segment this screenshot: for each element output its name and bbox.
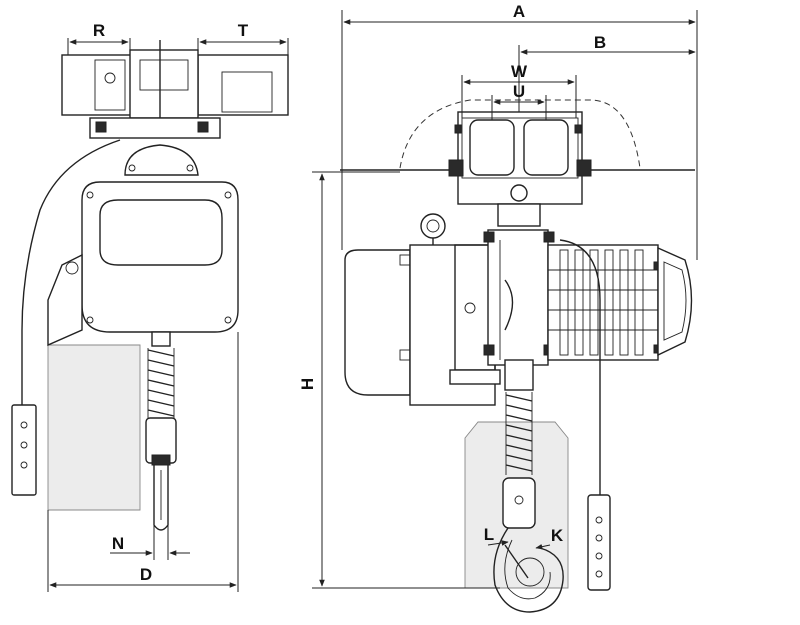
side-pendant-cable — [21, 139, 121, 405]
front-motor-fins — [548, 249, 658, 356]
front-motor — [547, 244, 659, 361]
dim-h-label: H — [298, 378, 317, 390]
side-suspension-bracket — [124, 144, 199, 176]
dim-n-label: N — [112, 534, 124, 553]
side-chain-container — [47, 344, 141, 511]
dim-b-label: B — [594, 33, 606, 52]
side-pendant-control — [11, 404, 37, 496]
dim-r-label: R — [93, 21, 105, 40]
side-trolley-motor-left — [61, 54, 133, 116]
front-gearbox — [344, 249, 411, 396]
dim-d-label: D — [140, 565, 152, 584]
side-trolley-frame — [129, 49, 199, 119]
front-dimensions: A B W U H L K — [298, 2, 698, 589]
side-chain-spring — [147, 349, 175, 417]
dim-k-line — [535, 543, 551, 550]
dim-u-label: U — [513, 82, 525, 101]
front-hoist-body — [487, 229, 549, 366]
front-pendant-cable — [559, 239, 601, 495]
side-beam-clamp — [89, 117, 221, 139]
front-lifting-eye — [420, 213, 446, 239]
front-view — [340, 99, 695, 613]
side-view — [11, 40, 289, 531]
dim-l-label: L — [484, 525, 494, 544]
dim-a-label: A — [513, 2, 525, 21]
dim-k-label: K — [551, 526, 564, 545]
dim-l-line — [487, 540, 509, 546]
front-bottom-block — [502, 477, 536, 529]
side-dimensions: R T N D — [47, 21, 289, 592]
dim-w-label: W — [511, 62, 528, 81]
front-motor-end-cap — [657, 246, 693, 357]
side-hoist-body — [81, 181, 239, 333]
front-hook — [493, 527, 564, 613]
side-hoist-cover — [99, 199, 223, 266]
front-pendant-control — [587, 494, 611, 591]
side-trolley-motor-right — [197, 54, 289, 116]
front-chain-spring — [505, 394, 533, 472]
dim-t-label: T — [238, 21, 249, 40]
